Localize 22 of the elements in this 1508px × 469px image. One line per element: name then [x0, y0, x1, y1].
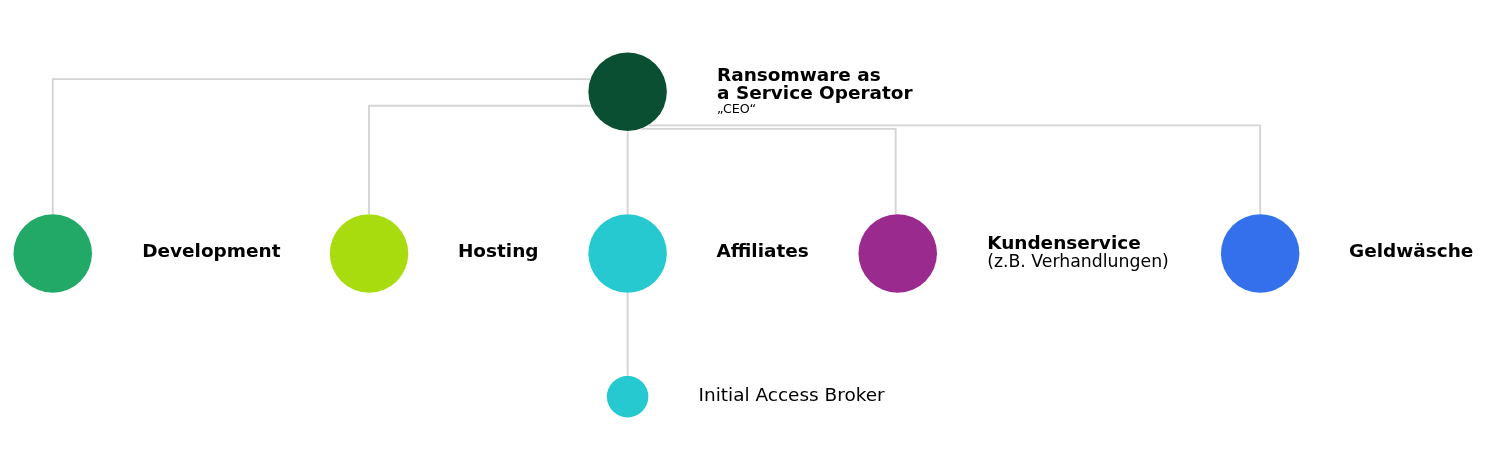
node-circle: [858, 213, 937, 293]
node-label: Hosting: [457, 239, 539, 261]
node-label: „CEO“: [717, 100, 757, 116]
node-circle: [606, 375, 649, 417]
node-label: Affiliates: [716, 239, 809, 261]
node-label: Development: [142, 239, 281, 261]
node-label: Geldwäsche: [1349, 239, 1474, 261]
node-circle: [329, 213, 409, 293]
node-circle: [588, 213, 667, 293]
node-circle: [588, 52, 667, 131]
connector: [368, 104, 592, 215]
node-label: Kundenservice: [987, 231, 1141, 253]
connector: [647, 123, 1262, 215]
node-label: Ransomware as a Service Operator: [717, 63, 913, 103]
connector: [626, 129, 629, 215]
node-circle: [13, 213, 92, 293]
node-label: Initial Access Broker: [698, 383, 885, 405]
connector: [626, 291, 629, 377]
connector: [639, 127, 897, 215]
node-label: (z.B. Verhandlungen): [987, 250, 1169, 271]
connector: [51, 77, 592, 215]
node-circle: [1220, 213, 1300, 293]
